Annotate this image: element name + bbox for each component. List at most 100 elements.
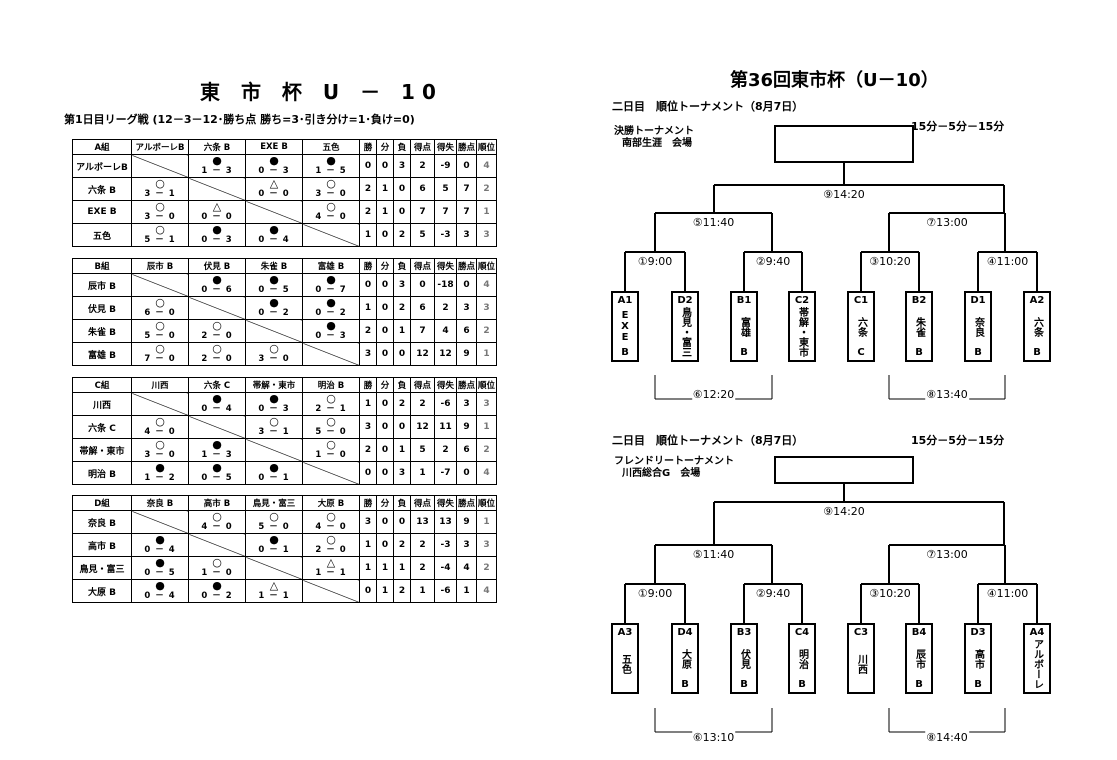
result-mark: △ bbox=[326, 556, 336, 569]
result-score: 2 － 0 bbox=[201, 354, 233, 364]
result-score: 5 － 0 bbox=[315, 427, 347, 437]
result-score: 2 － 0 bbox=[201, 331, 233, 341]
match-result: ○6 － 0 bbox=[131, 296, 189, 320]
result-mark: ○ bbox=[326, 177, 336, 190]
team-name: EXE bbox=[619, 310, 631, 343]
team-suffix: B bbox=[915, 347, 923, 358]
team-name: 辰市 bbox=[913, 648, 925, 669]
team-slot: C4 明治 B bbox=[788, 623, 816, 694]
row-team: 川西 bbox=[72, 392, 132, 416]
result-mark: ● bbox=[326, 154, 336, 167]
result-mark: ○ bbox=[326, 533, 336, 546]
result-mark: ○ bbox=[269, 415, 279, 428]
result-mark: ○ bbox=[155, 438, 165, 451]
result-score: 1 － 2 bbox=[144, 473, 176, 483]
result-score: 0 － 3 bbox=[201, 235, 233, 245]
row-team: 六条 B bbox=[72, 177, 132, 201]
self-cell bbox=[245, 556, 303, 580]
result-mark: ● bbox=[212, 223, 222, 236]
stat-value: 2 bbox=[410, 392, 435, 416]
match-result: ○4 － 0 bbox=[131, 415, 189, 439]
self-cell bbox=[245, 200, 303, 224]
seed-label: A3 bbox=[617, 627, 633, 638]
result-score: 1 － 5 bbox=[315, 166, 347, 176]
team-suffix: C bbox=[857, 347, 865, 358]
seed-label: C4 bbox=[794, 627, 810, 638]
team-suffix: B bbox=[798, 679, 806, 690]
result-score: 5 － 1 bbox=[144, 235, 176, 245]
stat-value: 2 bbox=[410, 533, 435, 557]
result-score: 0 － 0 bbox=[201, 212, 233, 222]
match-result: ●0 － 4 bbox=[131, 533, 189, 557]
quarterfinal-match-time: ②9:40 bbox=[754, 255, 792, 268]
result-score: 1 － 1 bbox=[258, 591, 290, 601]
result-score: 0 － 6 bbox=[201, 285, 233, 295]
stat-value: 2 bbox=[410, 154, 435, 178]
team-name: アルボーレ bbox=[1031, 639, 1043, 689]
seed-label: B3 bbox=[736, 627, 752, 638]
semifinal-match-time: ⑦13:00 bbox=[925, 548, 969, 561]
team-suffix: B bbox=[974, 347, 982, 358]
match-result: ●0 － 2 bbox=[188, 579, 246, 603]
final-match-time: ⑨14:20 bbox=[822, 505, 866, 518]
final-winner-box bbox=[774, 125, 914, 163]
match-result: ●1 － 5 bbox=[302, 154, 360, 178]
rank-value: 1 bbox=[476, 342, 497, 366]
quarterfinal-match-time: ①9:00 bbox=[636, 587, 674, 600]
result-mark: ● bbox=[269, 273, 279, 286]
result-mark: ○ bbox=[155, 415, 165, 428]
team-suffix: B bbox=[974, 679, 982, 690]
result-score: 4 － 0 bbox=[201, 522, 233, 532]
result-mark: ○ bbox=[212, 319, 222, 332]
result-mark: ● bbox=[269, 533, 279, 546]
result-mark: ○ bbox=[326, 510, 336, 523]
result-mark: ○ bbox=[212, 556, 222, 569]
quarterfinal-match-time: ④11:00 bbox=[985, 587, 1030, 600]
row-team: 朱雀 B bbox=[72, 319, 132, 343]
semifinal-match-time: ⑦13:00 bbox=[925, 216, 969, 229]
result-mark: ● bbox=[212, 461, 222, 474]
match-duration: 15分－5分－15分 bbox=[911, 434, 1005, 447]
team-name: 鳥見・富三 bbox=[679, 307, 691, 357]
match-result: △0 － 0 bbox=[188, 200, 246, 224]
consolation-match-time: ⑧13:40 bbox=[925, 388, 969, 401]
match-duration: 15分－5分－15分 bbox=[911, 120, 1005, 133]
seed-label: D1 bbox=[970, 295, 986, 306]
match-result: ○3 － 0 bbox=[302, 177, 360, 201]
result-score: 2 － 1 bbox=[315, 404, 347, 414]
team-name: 六条 bbox=[855, 316, 867, 337]
result-score: 6 － 0 bbox=[144, 308, 176, 318]
result-score: 1 － 3 bbox=[201, 166, 233, 176]
match-result: ●0 － 5 bbox=[188, 461, 246, 485]
match-result: ○2 － 0 bbox=[302, 533, 360, 557]
team-name: 明治 bbox=[796, 648, 808, 669]
stat-value: 5 bbox=[410, 223, 435, 247]
result-score: 3 － 0 bbox=[144, 212, 176, 222]
row-team: 富雄 B bbox=[72, 342, 132, 366]
result-mark: ○ bbox=[269, 510, 279, 523]
team-suffix: B bbox=[681, 679, 689, 690]
match-result: ○2 － 0 bbox=[188, 319, 246, 343]
result-mark: ○ bbox=[155, 342, 165, 355]
quarterfinal-match-time: ①9:00 bbox=[636, 255, 674, 268]
match-result: ●1 － 2 bbox=[131, 461, 189, 485]
result-score: 0 － 1 bbox=[258, 473, 290, 483]
match-result: ○5 － 0 bbox=[245, 510, 303, 534]
match-result: ●0 － 2 bbox=[302, 296, 360, 320]
seed-label: C3 bbox=[853, 627, 869, 638]
team-name: 六条 bbox=[1031, 316, 1043, 337]
self-cell bbox=[131, 510, 189, 534]
stat-value: 12 bbox=[410, 342, 435, 366]
team-name: 朱雀 bbox=[913, 316, 925, 337]
